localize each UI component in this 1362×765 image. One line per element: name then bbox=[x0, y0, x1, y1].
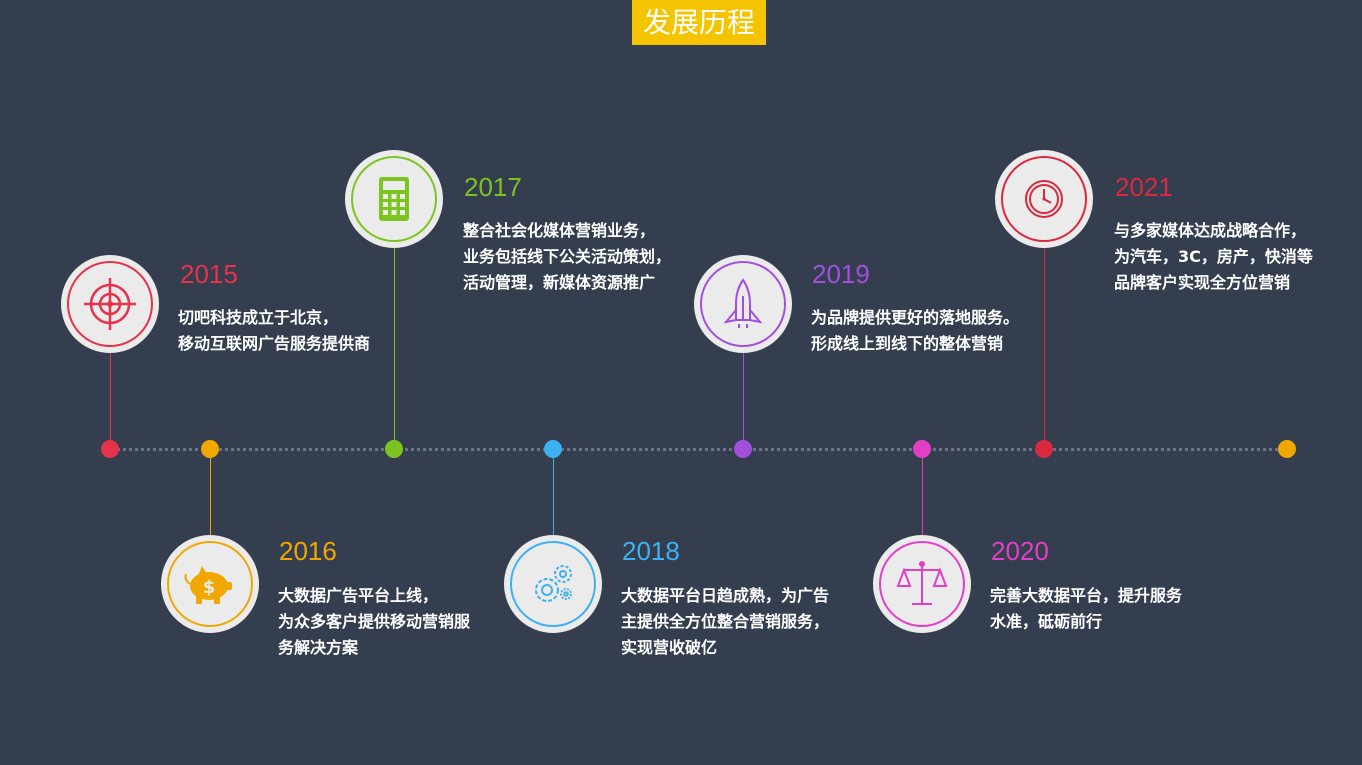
milestone-2021-badge bbox=[995, 150, 1093, 248]
timeline-dot-2016 bbox=[201, 440, 219, 458]
svg-text:$: $ bbox=[203, 577, 216, 598]
milestone-2018-badge bbox=[504, 535, 602, 633]
milestone-2020-desc: 完善大数据平台，提升服务 水准，砥砺前行 bbox=[990, 586, 1183, 631]
milestone-2018-desc: 大数据平台日趋成熟，为广告 主提供全方位整合营销服务， 实现营收破亿 bbox=[621, 586, 830, 657]
rocket-icon bbox=[723, 278, 763, 328]
milestone-2020-year: 2020 bbox=[991, 536, 1049, 566]
milestone-2018-year: 2018 bbox=[622, 536, 680, 566]
milestone-2019-desc: 为品牌提供更好的落地服务。 形成线上到线下的整体营销 bbox=[811, 308, 1020, 353]
milestone-2021-desc: 与多家媒体达成战略合作， 为汽车，3C，房产，快消等 品牌客户实现全方位营销 bbox=[1114, 221, 1313, 292]
milestone-2019-year: 2019 bbox=[812, 259, 870, 289]
stem-2015 bbox=[110, 352, 111, 442]
milestone-2019-badge bbox=[694, 255, 792, 353]
page-title: 发展历程 bbox=[632, 0, 766, 45]
milestone-2021-year: 2021 bbox=[1115, 172, 1173, 202]
stem-2016 bbox=[210, 456, 211, 536]
scales-icon bbox=[896, 561, 948, 605]
piggy-bank-icon: $ bbox=[184, 566, 232, 604]
milestone-2020-badge bbox=[873, 535, 971, 633]
stem-2018 bbox=[553, 456, 554, 536]
stem-2017 bbox=[394, 246, 395, 442]
timeline-dot-2017 bbox=[385, 440, 403, 458]
milestone-2015-badge bbox=[61, 255, 159, 353]
milestone-2016-year: 2016 bbox=[279, 536, 337, 566]
milestone-2016-desc: 大数据广告平台上线， 为众多客户提供移动营销服 务解决方案 bbox=[278, 586, 471, 657]
timeline-axis bbox=[110, 448, 1290, 451]
timeline-dot-2018 bbox=[544, 440, 562, 458]
stem-2020 bbox=[922, 456, 923, 536]
stem-2019 bbox=[743, 352, 744, 442]
timeline-dot-2021 bbox=[1035, 440, 1053, 458]
timeline-dot-end bbox=[1278, 440, 1296, 458]
milestone-2017-badge bbox=[345, 150, 443, 248]
milestone-2015-year: 2015 bbox=[180, 259, 238, 289]
milestone-2017-desc: 整合社会化媒体营销业务， 业务包括线下公关活动策划， 活动管理，新媒体资源推广 bbox=[463, 221, 672, 292]
target-icon bbox=[84, 278, 136, 330]
clock-icon bbox=[1025, 180, 1063, 218]
milestone-2015-desc: 切吧科技成立于北京， 移动互联网广告服务提供商 bbox=[178, 308, 371, 353]
gears-icon bbox=[535, 565, 572, 602]
stem-2021 bbox=[1044, 246, 1045, 442]
timeline-dot-2019 bbox=[734, 440, 752, 458]
calculator-icon bbox=[379, 177, 409, 221]
milestone-2016-badge: $ bbox=[161, 535, 259, 633]
milestone-2017-year: 2017 bbox=[464, 172, 522, 202]
timeline-dot-2020 bbox=[913, 440, 931, 458]
timeline-dot-2015 bbox=[101, 440, 119, 458]
